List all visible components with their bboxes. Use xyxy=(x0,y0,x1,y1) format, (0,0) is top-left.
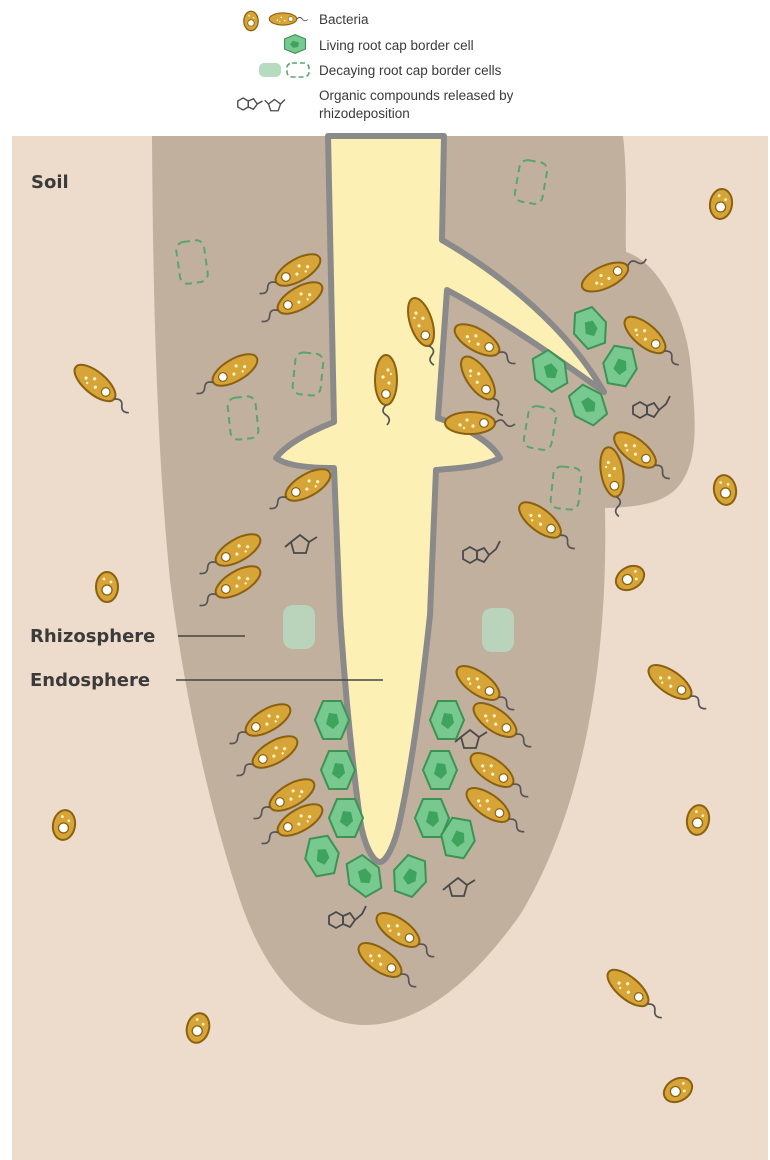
bacterium-coccus xyxy=(96,572,118,602)
soil-label: Soil xyxy=(31,172,69,193)
living-cell xyxy=(430,701,464,739)
legend-decaying-cells-icon xyxy=(259,63,309,77)
legend-living-cell-icon xyxy=(285,35,306,54)
legend-organic-compounds-icon xyxy=(238,98,285,111)
legend-organic-text-line2: rhizodeposition xyxy=(319,106,410,121)
living-cell xyxy=(321,751,355,789)
legend-decaying-cells-text: Decaying root cap border cells xyxy=(319,63,502,78)
legend-organic-text-line1: Organic compounds released by xyxy=(319,88,514,103)
legend-bacteria-icon xyxy=(244,11,308,31)
endosphere-label: Endosphere xyxy=(30,670,150,691)
legend-bacteria-text: Bacteria xyxy=(319,12,369,27)
decaying-cell-faded xyxy=(283,605,315,649)
living-cell xyxy=(329,799,363,837)
legend: Bacteria Living root cap border cell Dec… xyxy=(238,11,514,121)
decaying-cell-faded xyxy=(482,608,514,652)
legend-living-cell-text: Living root cap border cell xyxy=(319,38,474,53)
living-cell xyxy=(423,751,457,789)
rhizosphere-label: Rhizosphere xyxy=(30,626,155,647)
living-cell xyxy=(315,701,349,739)
